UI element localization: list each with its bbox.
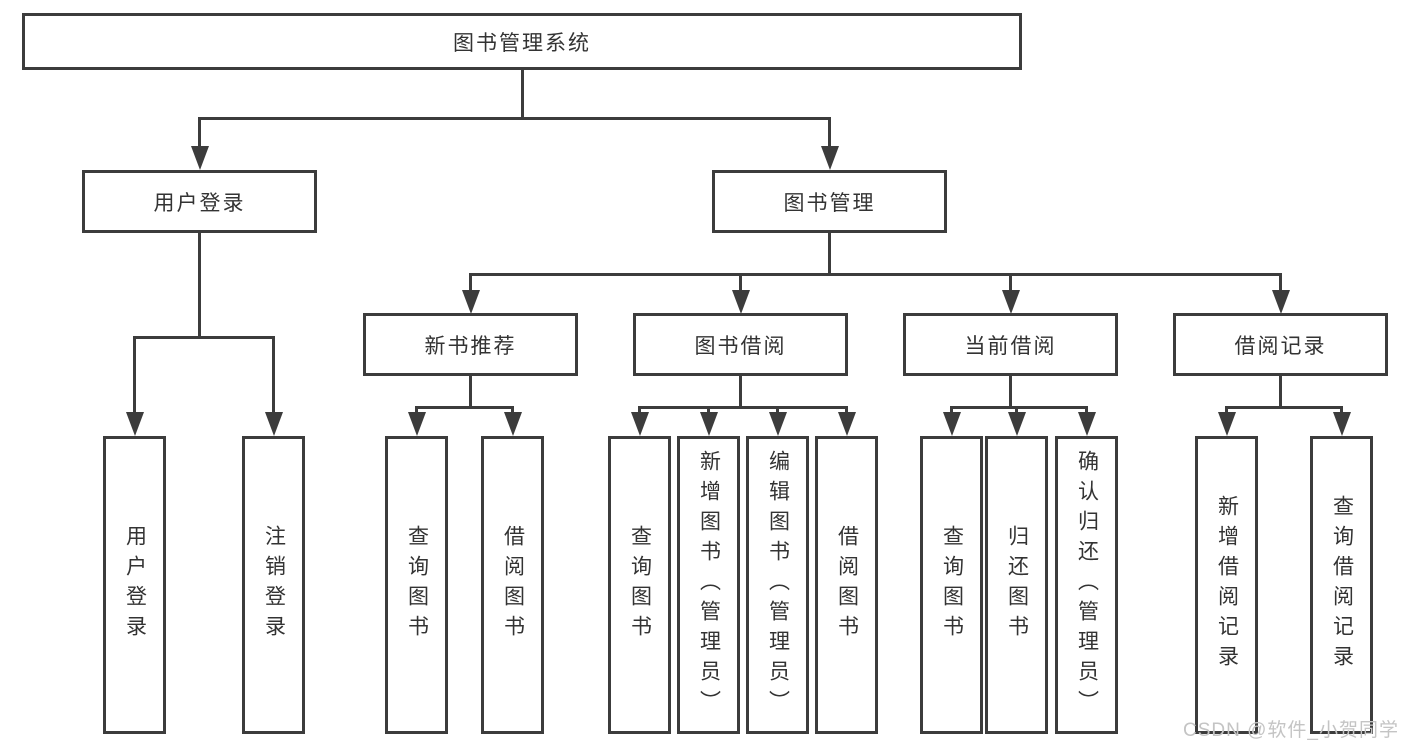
connector-line <box>739 276 742 292</box>
connector-line <box>415 409 418 414</box>
arrow-down-icon <box>503 412 522 436</box>
node-label: 查询图书 <box>628 525 652 645</box>
connector-line <box>1015 409 1018 414</box>
node-label: 查询图书 <box>405 525 429 645</box>
arrow-down-icon <box>407 412 426 436</box>
connector-line <box>520 70 524 120</box>
connector-line <box>739 376 742 409</box>
connector-line <box>950 406 1088 409</box>
leaf-add-book-admin: 新增图书（管理员） <box>677 436 740 734</box>
leaf-borrow-books-recommend: 借阅图书 <box>481 436 544 734</box>
arrow-down-icon <box>942 412 961 436</box>
connector-line <box>1340 409 1343 414</box>
arrow-down-icon <box>125 412 144 436</box>
arrow-down-icon <box>461 290 480 314</box>
node-label: 新书推荐 <box>424 334 517 358</box>
node-label: 编辑图书（管理员） <box>766 450 790 720</box>
arrow-down-icon <box>1271 290 1290 314</box>
leaf-borrow-books: 借阅图书 <box>815 436 878 734</box>
node-label: 查询借阅记录 <box>1330 495 1354 675</box>
arrow-down-icon <box>190 146 209 170</box>
arrow-down-icon <box>731 290 750 314</box>
node-label: 借阅图书 <box>501 525 525 645</box>
leaf-query-books-recommend: 查询图书 <box>385 436 448 734</box>
connector-line <box>638 409 641 414</box>
node-book-management: 图书管理 <box>712 170 947 233</box>
node-label: 图书借阅 <box>694 334 787 358</box>
arrow-down-icon <box>1007 412 1026 436</box>
node-book-borrow: 图书借阅 <box>633 313 848 376</box>
node-label: 用户登录 <box>123 525 147 645</box>
leaf-logout: 注销登录 <box>242 436 305 734</box>
arrow-down-icon <box>1217 412 1236 436</box>
arrow-down-icon <box>820 146 839 170</box>
connector-line <box>707 409 710 414</box>
watermark: CSDN @软件_小贺同学 <box>1183 720 1399 741</box>
connector-line <box>828 233 831 276</box>
connector-line <box>1009 376 1012 409</box>
connector-line <box>469 376 472 409</box>
leaf-query-borrow-record: 查询借阅记录 <box>1310 436 1373 734</box>
connector-line <box>1225 409 1228 414</box>
node-label: 查询图书 <box>940 525 964 645</box>
connector-line <box>133 339 136 413</box>
connector-line <box>469 276 472 292</box>
connector-line <box>1279 376 1282 409</box>
connector-line <box>638 406 848 409</box>
leaf-confirm-return-admin: 确认归还（管理员） <box>1055 436 1118 734</box>
node-library-system: 图书管理系统 <box>22 13 1022 70</box>
node-label: 确认归还（管理员） <box>1075 450 1099 720</box>
node-label: 归还图书 <box>1005 525 1029 645</box>
connector-line <box>950 409 953 414</box>
arrow-down-icon <box>1001 290 1020 314</box>
node-borrow-records: 借阅记录 <box>1173 313 1388 376</box>
connector-line <box>272 339 275 413</box>
node-new-book-recommend: 新书推荐 <box>363 313 578 376</box>
connector-line <box>776 409 779 414</box>
arrow-down-icon <box>264 412 283 436</box>
node-label: 当前借阅 <box>964 334 1057 358</box>
connector-line <box>828 120 831 148</box>
node-label: 图书管理 <box>783 191 876 215</box>
connector-line <box>1225 406 1343 409</box>
leaf-query-books-borrow: 查询图书 <box>608 436 671 734</box>
connector-line <box>133 336 275 339</box>
arrow-down-icon <box>837 412 856 436</box>
node-label: 新增借阅记录 <box>1215 495 1239 675</box>
connector-line <box>198 233 201 339</box>
connector-line <box>845 409 848 414</box>
leaf-add-borrow-record: 新增借阅记录 <box>1195 436 1258 734</box>
connector-line <box>1009 276 1012 292</box>
connector-line <box>469 273 1282 276</box>
node-label: 注销登录 <box>262 525 286 645</box>
arrow-down-icon <box>699 412 718 436</box>
node-user-login: 用户登录 <box>82 170 317 233</box>
connector-line <box>1085 409 1088 414</box>
arrow-down-icon <box>1077 412 1096 436</box>
connector-line <box>198 117 831 120</box>
node-label: 图书管理系统 <box>453 31 591 55</box>
node-label: 新增图书（管理员） <box>697 450 721 720</box>
arrow-down-icon <box>768 412 787 436</box>
node-label: 用户登录 <box>153 191 246 215</box>
arrow-down-icon <box>1332 412 1351 436</box>
connector-line <box>511 409 514 414</box>
node-current-borrow: 当前借阅 <box>903 313 1118 376</box>
arrow-down-icon <box>630 412 649 436</box>
connector-line <box>415 406 514 409</box>
node-label: 借阅记录 <box>1234 334 1327 358</box>
connector-line <box>198 120 201 148</box>
leaf-query-books-current: 查询图书 <box>920 436 983 734</box>
leaf-return-book: 归还图书 <box>985 436 1048 734</box>
connector-line <box>1279 276 1282 292</box>
leaf-user-login: 用户登录 <box>103 436 166 734</box>
leaf-edit-book-admin: 编辑图书（管理员） <box>746 436 809 734</box>
node-label: 借阅图书 <box>835 525 859 645</box>
